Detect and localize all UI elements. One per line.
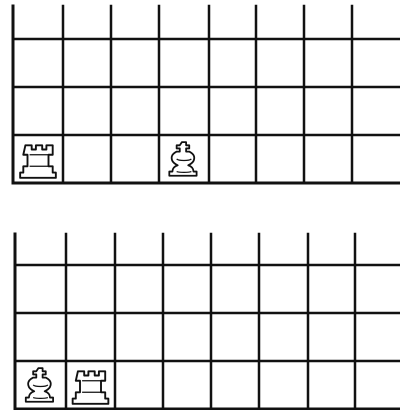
board-top xyxy=(13,6,400,183)
king-icon xyxy=(169,142,196,176)
board-bottom xyxy=(15,234,400,409)
rook-icon xyxy=(73,371,109,404)
rook-icon xyxy=(20,145,56,178)
king-icon xyxy=(26,368,53,402)
